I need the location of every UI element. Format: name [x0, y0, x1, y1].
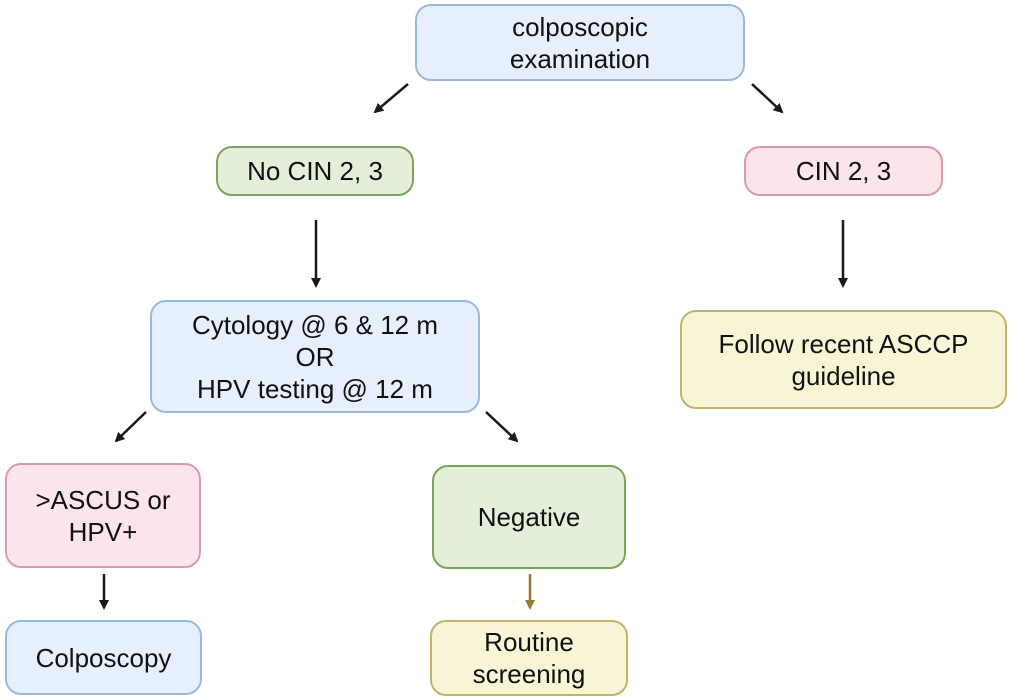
node-cytology-or-hpv-testing: Cytology @ 6 & 12 m OR HPV testing @ 12 …	[150, 300, 480, 413]
node-colposcopy: Colposcopy	[5, 620, 202, 695]
node-follow-asccp-guideline: Follow recent ASCCP guideline	[680, 310, 1007, 409]
arrow-exam-to-no-cin	[373, 83, 409, 114]
node-no-cin-2-3: No CIN 2, 3	[216, 146, 414, 196]
node-ascus-or-hpv-positive: >ASCUS or HPV+	[5, 463, 201, 568]
arrow-cytology-to-ascus	[114, 411, 147, 443]
node-routine-screening: Routine screening	[430, 620, 628, 696]
node-cin-2-3: CIN 2, 3	[744, 146, 943, 196]
node-negative: Negative	[432, 465, 626, 569]
node-colposcopic-examination: colposcopic examination	[415, 4, 745, 81]
arrow-exam-to-cin	[751, 83, 784, 114]
arrow-cytology-to-negative	[485, 411, 519, 443]
